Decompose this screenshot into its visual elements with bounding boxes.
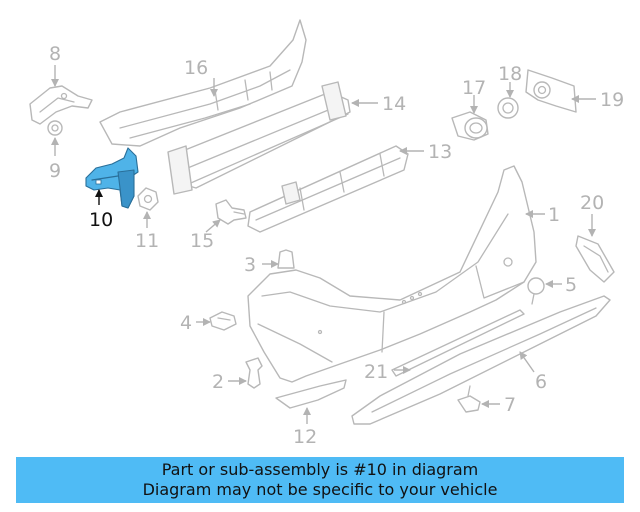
- callout-7: 7: [504, 394, 516, 416]
- callout-8: 8: [49, 43, 61, 65]
- callout-15: 15: [190, 230, 214, 252]
- part-3-stud: [277, 249, 295, 269]
- part-1-bumper-cover: [247, 165, 537, 383]
- part-16-absorber: [99, 19, 307, 147]
- callout-2: 2: [212, 371, 224, 393]
- part-7-clip: [457, 385, 481, 413]
- callout-11: 11: [135, 230, 159, 252]
- part-20-pad: [575, 235, 615, 283]
- callout-13: 13: [428, 141, 452, 163]
- part-18-ring: [497, 97, 519, 119]
- part-21-moulding: [391, 309, 525, 377]
- leader-lines: [51, 65, 596, 424]
- banner-line-1: Part or sub-assembly is #10 in diagram: [161, 460, 479, 479]
- info-banner: Part or sub-assembly is #10 in diagram D…: [16, 457, 624, 503]
- callout-19: 19: [600, 89, 624, 111]
- callout-17: 17: [462, 77, 486, 99]
- callout-3: 3: [244, 254, 256, 276]
- callout-14: 14: [382, 93, 406, 115]
- part-6-valance: [351, 295, 611, 425]
- callout-20: 20: [580, 192, 604, 214]
- callout-4: 4: [180, 312, 192, 334]
- callout-1: 1: [548, 204, 560, 226]
- part-15-screw: [215, 199, 247, 225]
- callout-9: 9: [49, 160, 61, 182]
- part-5-reflector: [527, 277, 545, 305]
- callout-12: 12: [293, 426, 317, 448]
- part-8-bracket: [29, 85, 93, 125]
- part-2-bolt: [245, 357, 263, 389]
- part-17-sensor: [451, 111, 489, 141]
- banner-line-2: Diagram may not be specific to your vehi…: [142, 480, 498, 499]
- part-13-lower-bar: [247, 145, 409, 233]
- part-9-nut: [47, 120, 63, 136]
- part-4-clip: [209, 311, 237, 331]
- callout-21: 21: [364, 361, 388, 383]
- callout-labels: 8 9 10 11 15 16 14 13 17 18 19 20 1 3 5 …: [49, 43, 624, 448]
- parts-diagram: 8 9 10 11 15 16 14 13 17 18 19 20 1 3 5 …: [29, 19, 624, 448]
- callout-5: 5: [565, 274, 577, 296]
- part-10-bracket-highlighted: [85, 147, 139, 209]
- part-14-reinforcement: [167, 81, 351, 195]
- callout-10: 10: [89, 209, 113, 231]
- part-11-clip: [137, 187, 159, 211]
- callout-18: 18: [498, 63, 522, 85]
- callout-6: 6: [535, 371, 547, 393]
- part-12-reflector-strip: [275, 379, 347, 409]
- part-19-sensor-bracket: [525, 69, 577, 113]
- callout-16: 16: [184, 57, 208, 79]
